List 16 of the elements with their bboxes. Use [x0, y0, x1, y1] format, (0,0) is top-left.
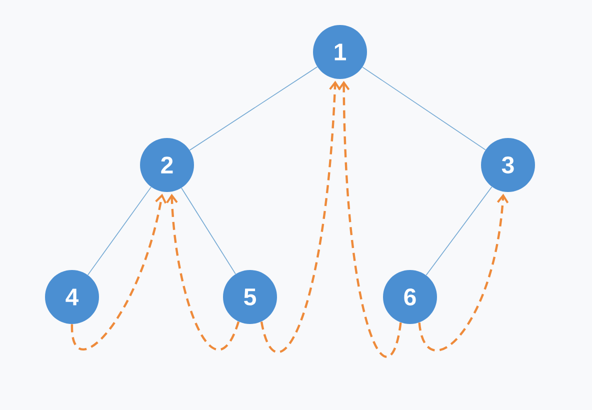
tree-line [181, 188, 236, 274]
dashed-arrow [166, 194, 240, 351]
tree-node: 3 [481, 138, 535, 192]
tree-node: 1 [313, 25, 367, 79]
dashed-arrow [260, 80, 341, 353]
dashed-arrow [338, 80, 402, 358]
tree-line [362, 66, 486, 150]
tree-line [426, 186, 492, 276]
dashed-arrow [418, 194, 509, 352]
dashed-arrow [70, 194, 167, 350]
tree-line [189, 66, 318, 151]
tree-line [87, 186, 152, 276]
tree-node: 5 [223, 270, 277, 324]
tree-node: 4 [45, 270, 99, 324]
tree-node: 6 [383, 270, 437, 324]
tree-node: 2 [140, 138, 194, 192]
